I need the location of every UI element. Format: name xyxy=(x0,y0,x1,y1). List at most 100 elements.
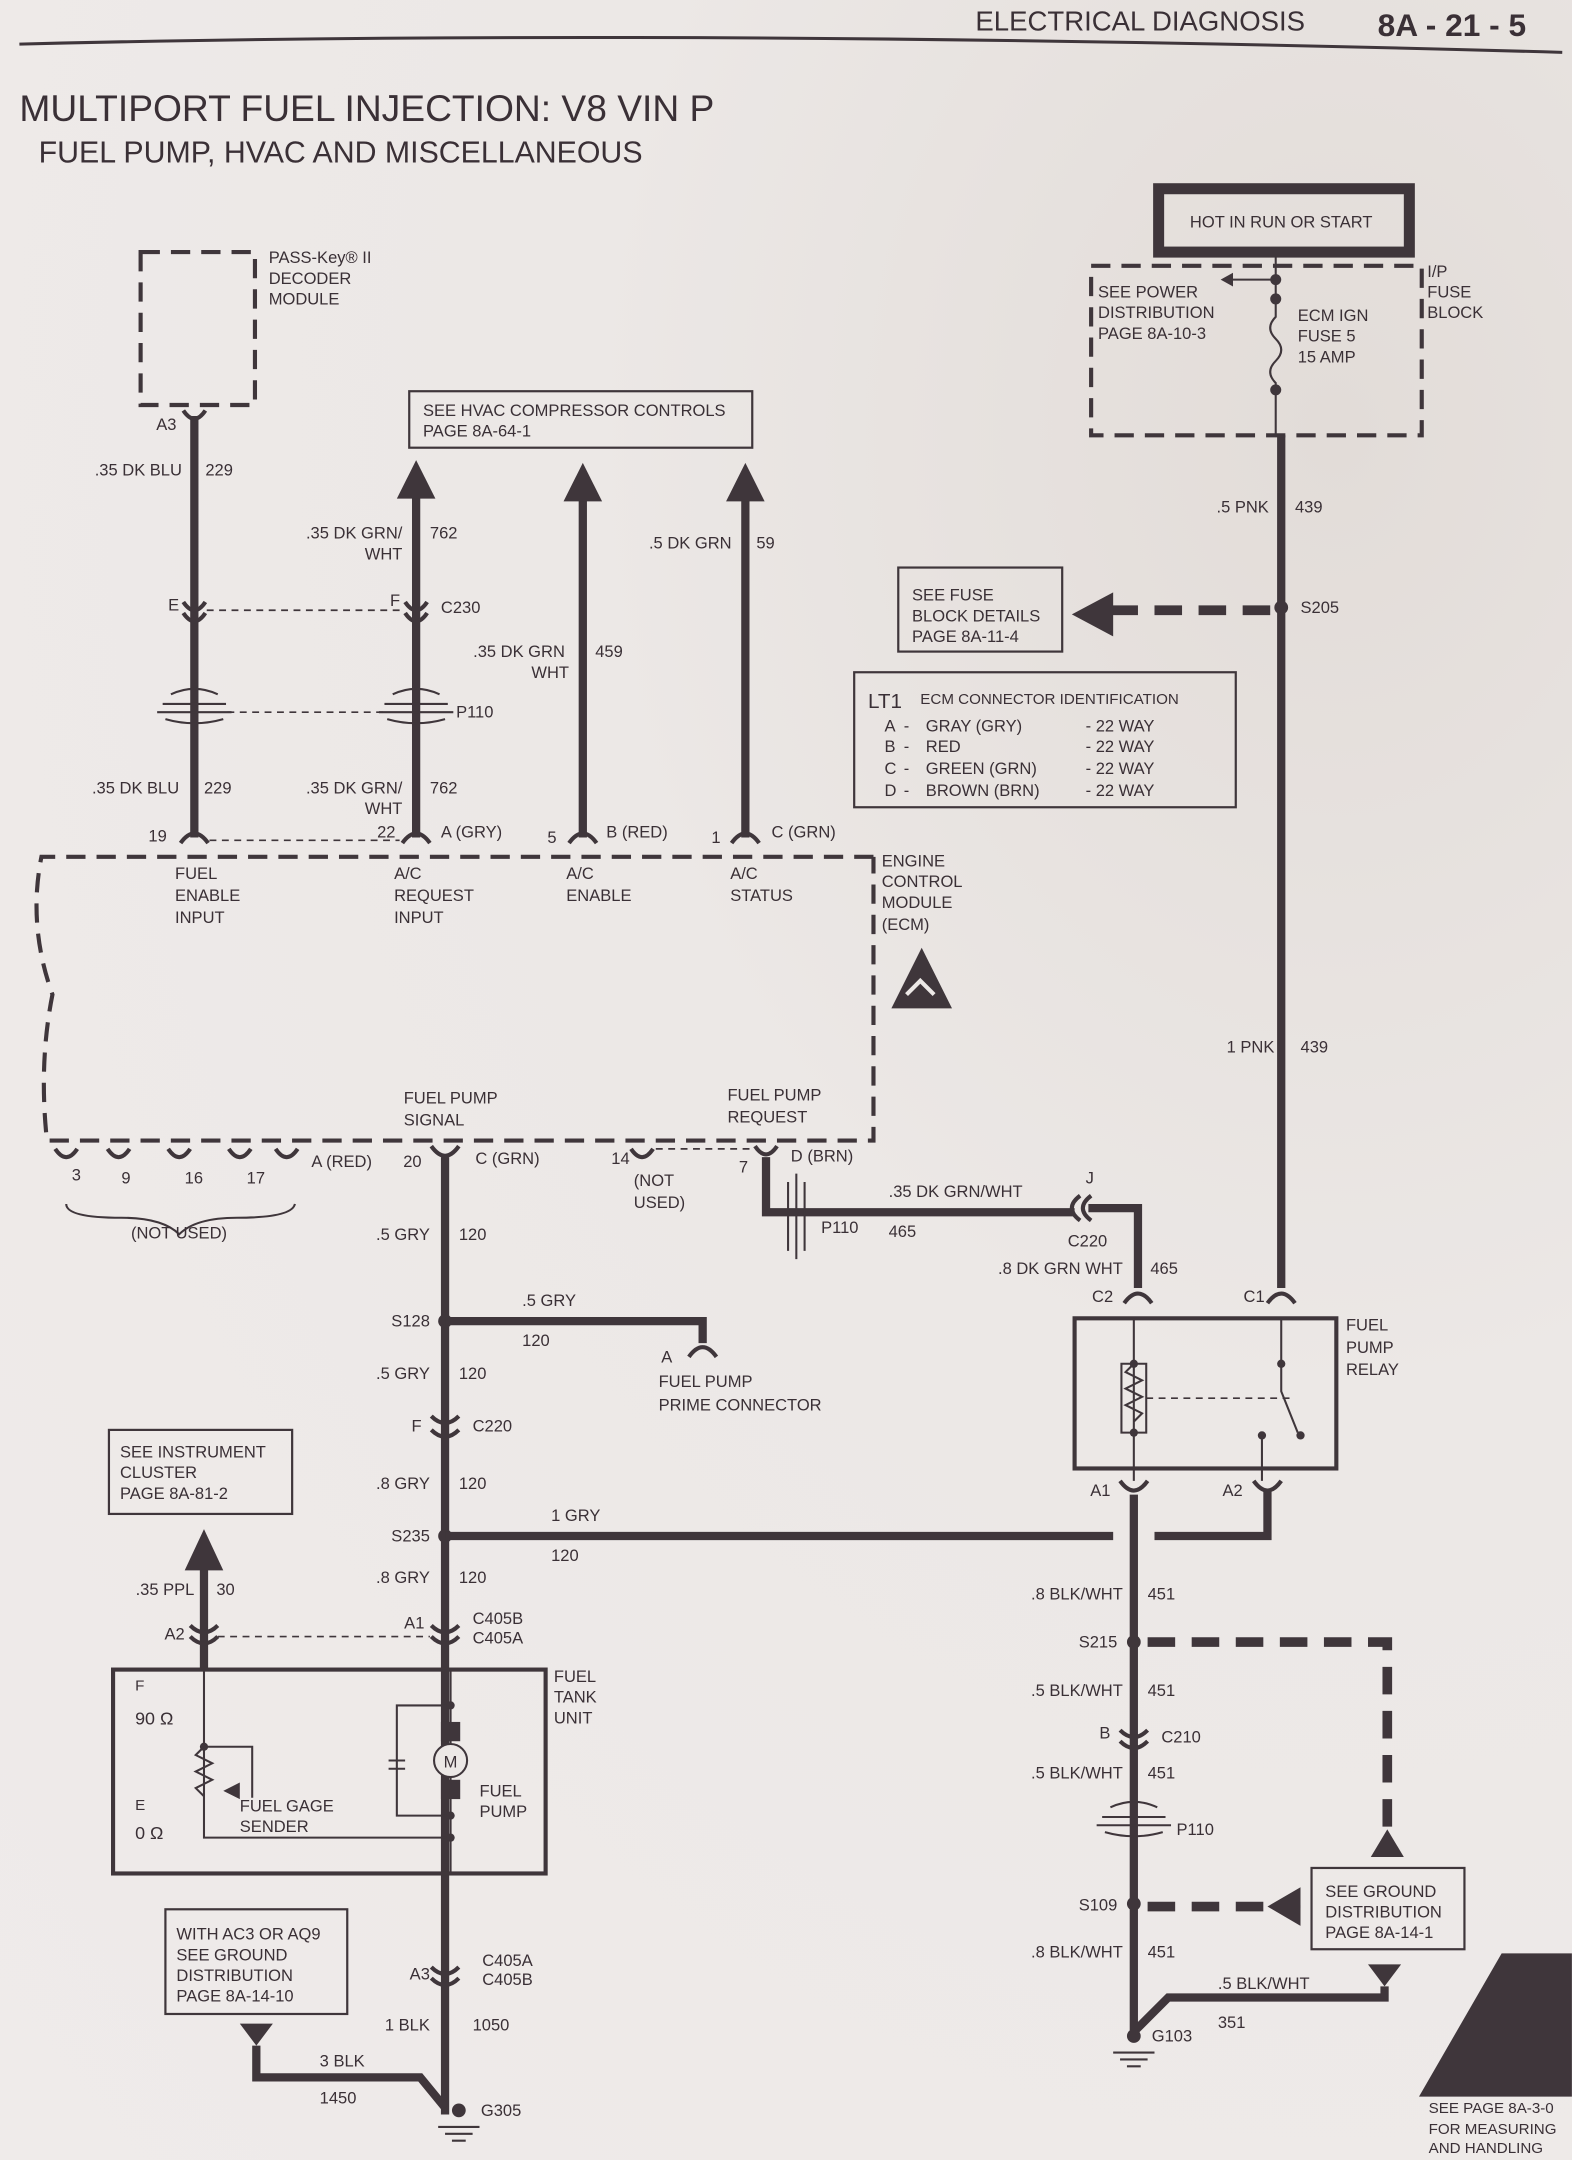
label-g3: .35 DK GRN xyxy=(473,642,565,661)
see-ground-distribution-box-2[interactable] xyxy=(1310,1866,1466,1951)
label-pk1: PASS-Key® II xyxy=(269,248,372,267)
label-as2: STATUS xyxy=(730,886,793,905)
label-gy2n: 120 xyxy=(522,1331,550,1350)
arrow-up-icon xyxy=(396,460,436,499)
label-n9: 9 xyxy=(121,1168,130,1187)
ground-arrow-icon xyxy=(239,2023,273,2046)
ground-arrow-icon xyxy=(1368,1964,1402,1987)
splice-s215 xyxy=(1126,1635,1141,1649)
lt1-connector-id-box xyxy=(853,671,1237,809)
label-gy3n: 120 xyxy=(459,1364,487,1383)
label-pc2: PRIME CONNECTOR xyxy=(659,1396,822,1415)
label-ft2: TANK xyxy=(554,1688,597,1707)
label-ecm2: CONTROL xyxy=(882,872,963,891)
label-s215: S215 xyxy=(1079,1633,1118,1652)
label-c210: C210 xyxy=(1161,1728,1200,1747)
label-gw2: .8 DK GRN WHT xyxy=(998,1259,1123,1278)
label-blk1n: 1050 xyxy=(473,2016,510,2035)
label-c405b2: C405B xyxy=(482,1970,533,1989)
label-lt1: LT1 xyxy=(868,690,902,713)
label-p110a: P110 xyxy=(456,703,493,722)
label-gw1: .35 DK GRN/WHT xyxy=(889,1182,1023,1201)
label-gw2n: 465 xyxy=(1150,1259,1178,1278)
label-c1: C1 xyxy=(1244,1287,1265,1306)
label-wa1: WITH AC3 OR AQ9 xyxy=(176,1925,320,1944)
label-f2: F xyxy=(412,1416,422,1435)
label-fb3: PAGE 8A-11-4 xyxy=(912,627,1019,646)
label-g1: .35 DK GRN/ xyxy=(306,524,403,543)
see-hvac-box[interactable] xyxy=(408,390,754,449)
label-ic2: CLUSTER xyxy=(120,1463,197,1482)
label-ltdd: - xyxy=(904,781,910,800)
ip-fuse-block xyxy=(1089,263,1424,438)
label-fF: F xyxy=(135,1677,144,1694)
label-bw4: .8 BLK/WHT xyxy=(1031,1943,1123,1962)
see-instrument-cluster-box[interactable] xyxy=(107,1428,294,1516)
label-c405b: C405B xyxy=(473,1609,524,1628)
label-blk3: 3 BLK xyxy=(320,2051,365,2070)
label-fb1: SEE FUSE xyxy=(912,586,994,605)
label-sg2: DISTRIBUTION xyxy=(1325,1903,1442,1922)
label-ip3: BLOCK xyxy=(1427,303,1483,322)
ecm-box xyxy=(34,854,876,1143)
arrow-left-icon xyxy=(1220,272,1234,287)
label-pk3: MODULE xyxy=(269,289,340,308)
label-blu1n: 229 xyxy=(205,460,233,479)
label-gy5n: 120 xyxy=(551,1546,579,1565)
label-bw5: .5 BLK/WHT xyxy=(1218,1974,1310,1993)
label-fE: E xyxy=(135,1797,145,1814)
label-e: E xyxy=(168,595,179,614)
label-sg1: SEE GROUND xyxy=(1325,1882,1436,1901)
label-a3b: A3 xyxy=(410,1965,430,1984)
arrow-up-icon xyxy=(563,462,603,502)
header-rule xyxy=(19,35,1563,54)
label-ltbn: RED xyxy=(926,737,961,756)
label-gy4n: 120 xyxy=(459,1474,487,1493)
label-esd1: SEE PAGE 8A-3-0 xyxy=(1429,2100,1554,2117)
label-b: B xyxy=(1099,1723,1110,1742)
see-ground-distribution-box-1[interactable] xyxy=(164,1908,349,2016)
see-fuse-block-box[interactable] xyxy=(897,566,1064,653)
label-esd3: AND HANDLING xyxy=(1429,2140,1543,2157)
label-g1b: WHT xyxy=(365,544,403,563)
label-s109: S109 xyxy=(1079,1896,1118,1915)
label-a1: A1 xyxy=(404,1613,424,1632)
label-s205: S205 xyxy=(1301,598,1340,617)
label-bw1n: 451 xyxy=(1148,1584,1176,1603)
label-fps2: SIGNAL xyxy=(404,1110,465,1129)
label-ecm3: MODULE xyxy=(882,893,953,912)
label-g4: .5 DK GRN xyxy=(649,533,732,552)
label-g2: .35 DK GRN/ xyxy=(306,778,403,797)
arrow-up-icon xyxy=(726,462,765,502)
label-ppl: .35 PPL xyxy=(136,1580,195,1599)
label-ltbw: - 22 WAY xyxy=(1086,737,1155,756)
label-n465a: 465 xyxy=(889,1222,917,1241)
label-ae1: A/C xyxy=(566,864,594,883)
label-p19: 19 xyxy=(148,827,166,846)
hot-in-run-box xyxy=(1153,183,1415,258)
label-c220b: C220 xyxy=(1068,1232,1107,1251)
label-wa4: PAGE 8A-14-10 xyxy=(176,1987,293,2006)
label-fe1: FUEL xyxy=(175,864,217,883)
label-g103: G103 xyxy=(1152,2027,1192,2046)
arrow-left-icon xyxy=(1071,592,1114,637)
label-bred: B (RED) xyxy=(606,823,667,842)
label-ip2: FUSE xyxy=(1427,283,1471,302)
label-rl3: RELAY xyxy=(1346,1360,1399,1379)
diagram-subtitle: FUEL PUMP, HVAC AND MISCELLANEOUS xyxy=(39,137,643,170)
label-gy1: .5 GRY xyxy=(376,1225,430,1244)
label-pc1: FUEL PUMP xyxy=(659,1372,753,1391)
label-nu2a: (NOT xyxy=(634,1171,674,1190)
label-bw3: .5 BLK/WHT xyxy=(1031,1763,1123,1782)
label-n3: 3 xyxy=(72,1166,81,1185)
label-fg2: SENDER xyxy=(240,1817,309,1836)
label-pk2: DECODER xyxy=(269,269,352,288)
label-pa: A xyxy=(661,1347,672,1366)
label-mot: M xyxy=(444,1752,458,1771)
arrow-left-icon xyxy=(1267,1887,1301,1926)
label-fpr2: REQUEST xyxy=(727,1108,807,1127)
label-fpr1: FUEL PUMP xyxy=(727,1086,821,1105)
label-lt1t: ECM CONNECTOR IDENTIFICATION xyxy=(920,691,1179,708)
label-c230: C230 xyxy=(441,598,480,617)
